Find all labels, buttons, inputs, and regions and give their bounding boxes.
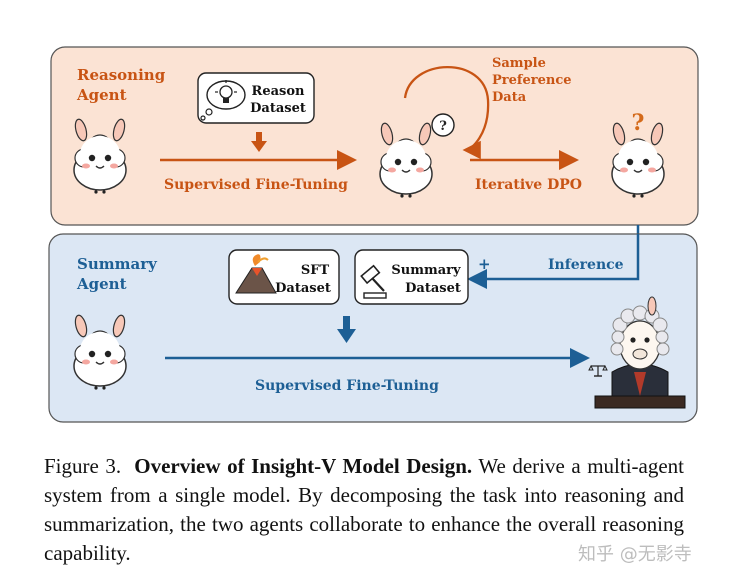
inference-label: Inference — [548, 257, 624, 273]
reason-dataset-label-1: Reason — [252, 84, 305, 99]
summary-panel — [48, 233, 698, 423]
plus-sign: + — [478, 255, 491, 273]
figure-caption: Figure 3. Overview of Insight-V Model De… — [44, 452, 684, 568]
reason-dataset-label-2: Dataset — [250, 101, 306, 116]
sample-label-1: Sample — [492, 56, 546, 71]
caption-prefix: Figure 3. — [44, 454, 122, 478]
svg-text:?: ? — [439, 119, 447, 134]
watermark: 知乎 @无影寺 — [578, 544, 692, 565]
caption-body: We derive a multi-agent system from a si… — [44, 454, 685, 565]
inference-arrow-inner — [467, 234, 640, 289]
summary-sft-label: Supervised Fine-Tuning — [255, 378, 439, 394]
reasoning-agent-label-2: Agent — [76, 86, 127, 104]
thought-bubble-icon — [200, 80, 246, 121]
summary-dataset-label-1: Summary — [391, 263, 461, 278]
summary-dataset-label-2: Dataset — [405, 281, 461, 296]
scales-icon — [588, 364, 608, 377]
sample-label-2: Preference — [492, 73, 572, 88]
question-mark-icon: ? — [632, 110, 645, 136]
summary-agent-label-2: Agent — [76, 275, 127, 293]
down-arrow-icon-blue — [337, 316, 356, 343]
reasoning-sft-label: Supervised Fine-Tuning — [164, 177, 348, 193]
sample-label-3: Data — [492, 90, 527, 105]
summary-agent-label: Summary — [77, 255, 158, 273]
sft-dataset-label-2: Dataset — [275, 281, 331, 296]
volcano-icon — [235, 254, 277, 294]
question-bubble-icon: ? — [431, 113, 455, 137]
gavel-icon — [360, 264, 387, 299]
insight-v-diagram: Reasoning Agent Reason Dataset Supervise… — [48, 46, 699, 423]
judge-llama-icon — [594, 296, 686, 409]
down-arrow-icon — [251, 132, 267, 152]
sample-loop-arrow — [403, 66, 490, 160]
sft-dataset-label-1: SFT — [301, 263, 330, 278]
reasoning-agent-label: Reasoning — [77, 66, 166, 84]
dpo-label: Iterative DPO — [475, 177, 582, 193]
caption-title: Overview of Insight-V Model Design. — [134, 454, 473, 478]
